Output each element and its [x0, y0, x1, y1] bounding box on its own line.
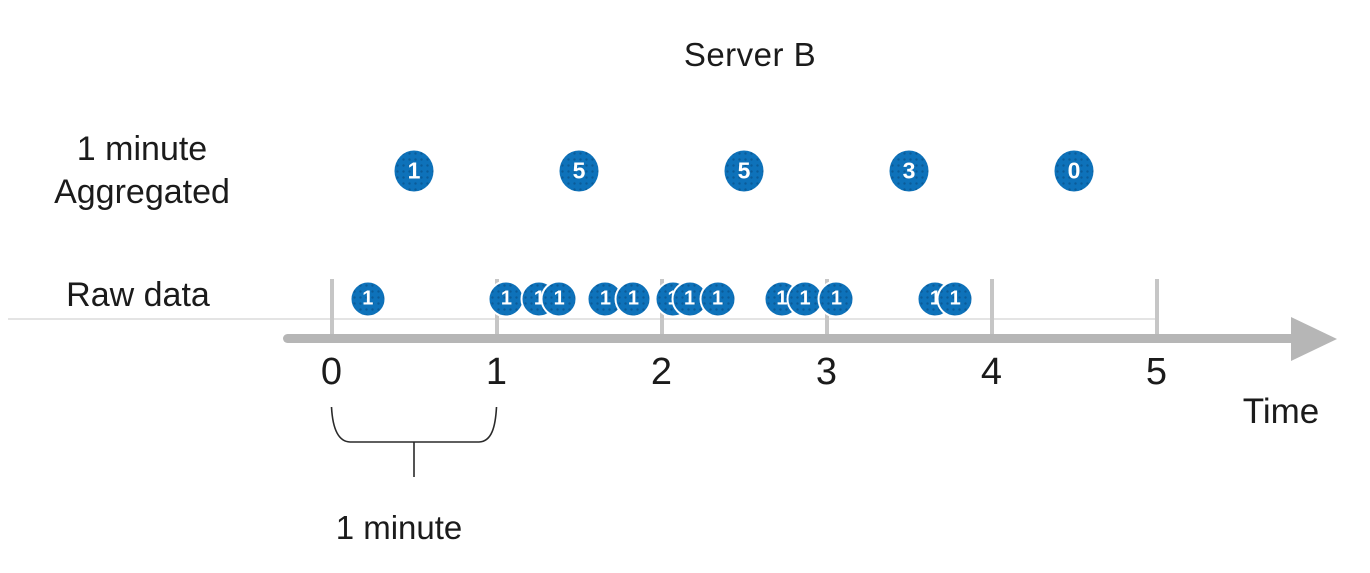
raw-data-guide-line [8, 318, 1157, 320]
axis-tick [989, 279, 994, 341]
raw-data-point: 1 [487, 280, 525, 318]
axis-tick-label: 2 [650, 351, 673, 393]
raw-data-point: 1 [540, 280, 578, 318]
aggregated-row-label: 1 minute Aggregated [18, 128, 266, 214]
axis-tick-label: 5 [1145, 351, 1168, 393]
raw-data-point: 1 [786, 280, 824, 318]
aggregated-point: 3 [889, 150, 929, 192]
aggregated-row-label-line1: 1 minute [76, 130, 208, 168]
time-axis-arrowhead-icon [1291, 317, 1337, 361]
raw-data-point: 1 [614, 280, 652, 318]
one-minute-brace-label: 1 minute [335, 509, 463, 546]
axis-tick-label: 3 [815, 351, 838, 393]
raw-data-point: 1 [699, 280, 737, 318]
time-axis-bar [283, 334, 1294, 343]
aggregated-point: 1 [394, 150, 434, 192]
aggregated-row-label-line2: Aggregated [54, 173, 230, 211]
axis-tick [1154, 279, 1159, 341]
diagram-title: Server B [683, 36, 817, 73]
axis-tick-label: 0 [320, 351, 343, 393]
raw-data-row-label: Raw data [66, 276, 210, 314]
raw-data-point: 1 [349, 280, 387, 318]
time-axis-label: Time [1242, 392, 1320, 431]
aggregated-point: 0 [1054, 150, 1094, 192]
aggregated-point: 5 [724, 150, 764, 192]
axis-tick-label: 1 [485, 351, 508, 393]
raw-data-point: 1 [817, 280, 855, 318]
axis-tick [329, 279, 334, 341]
one-minute-brace-icon [330, 406, 498, 477]
aggregated-point: 5 [559, 150, 599, 192]
axis-tick-label: 4 [980, 351, 1003, 393]
raw-data-point: 1 [936, 280, 974, 318]
